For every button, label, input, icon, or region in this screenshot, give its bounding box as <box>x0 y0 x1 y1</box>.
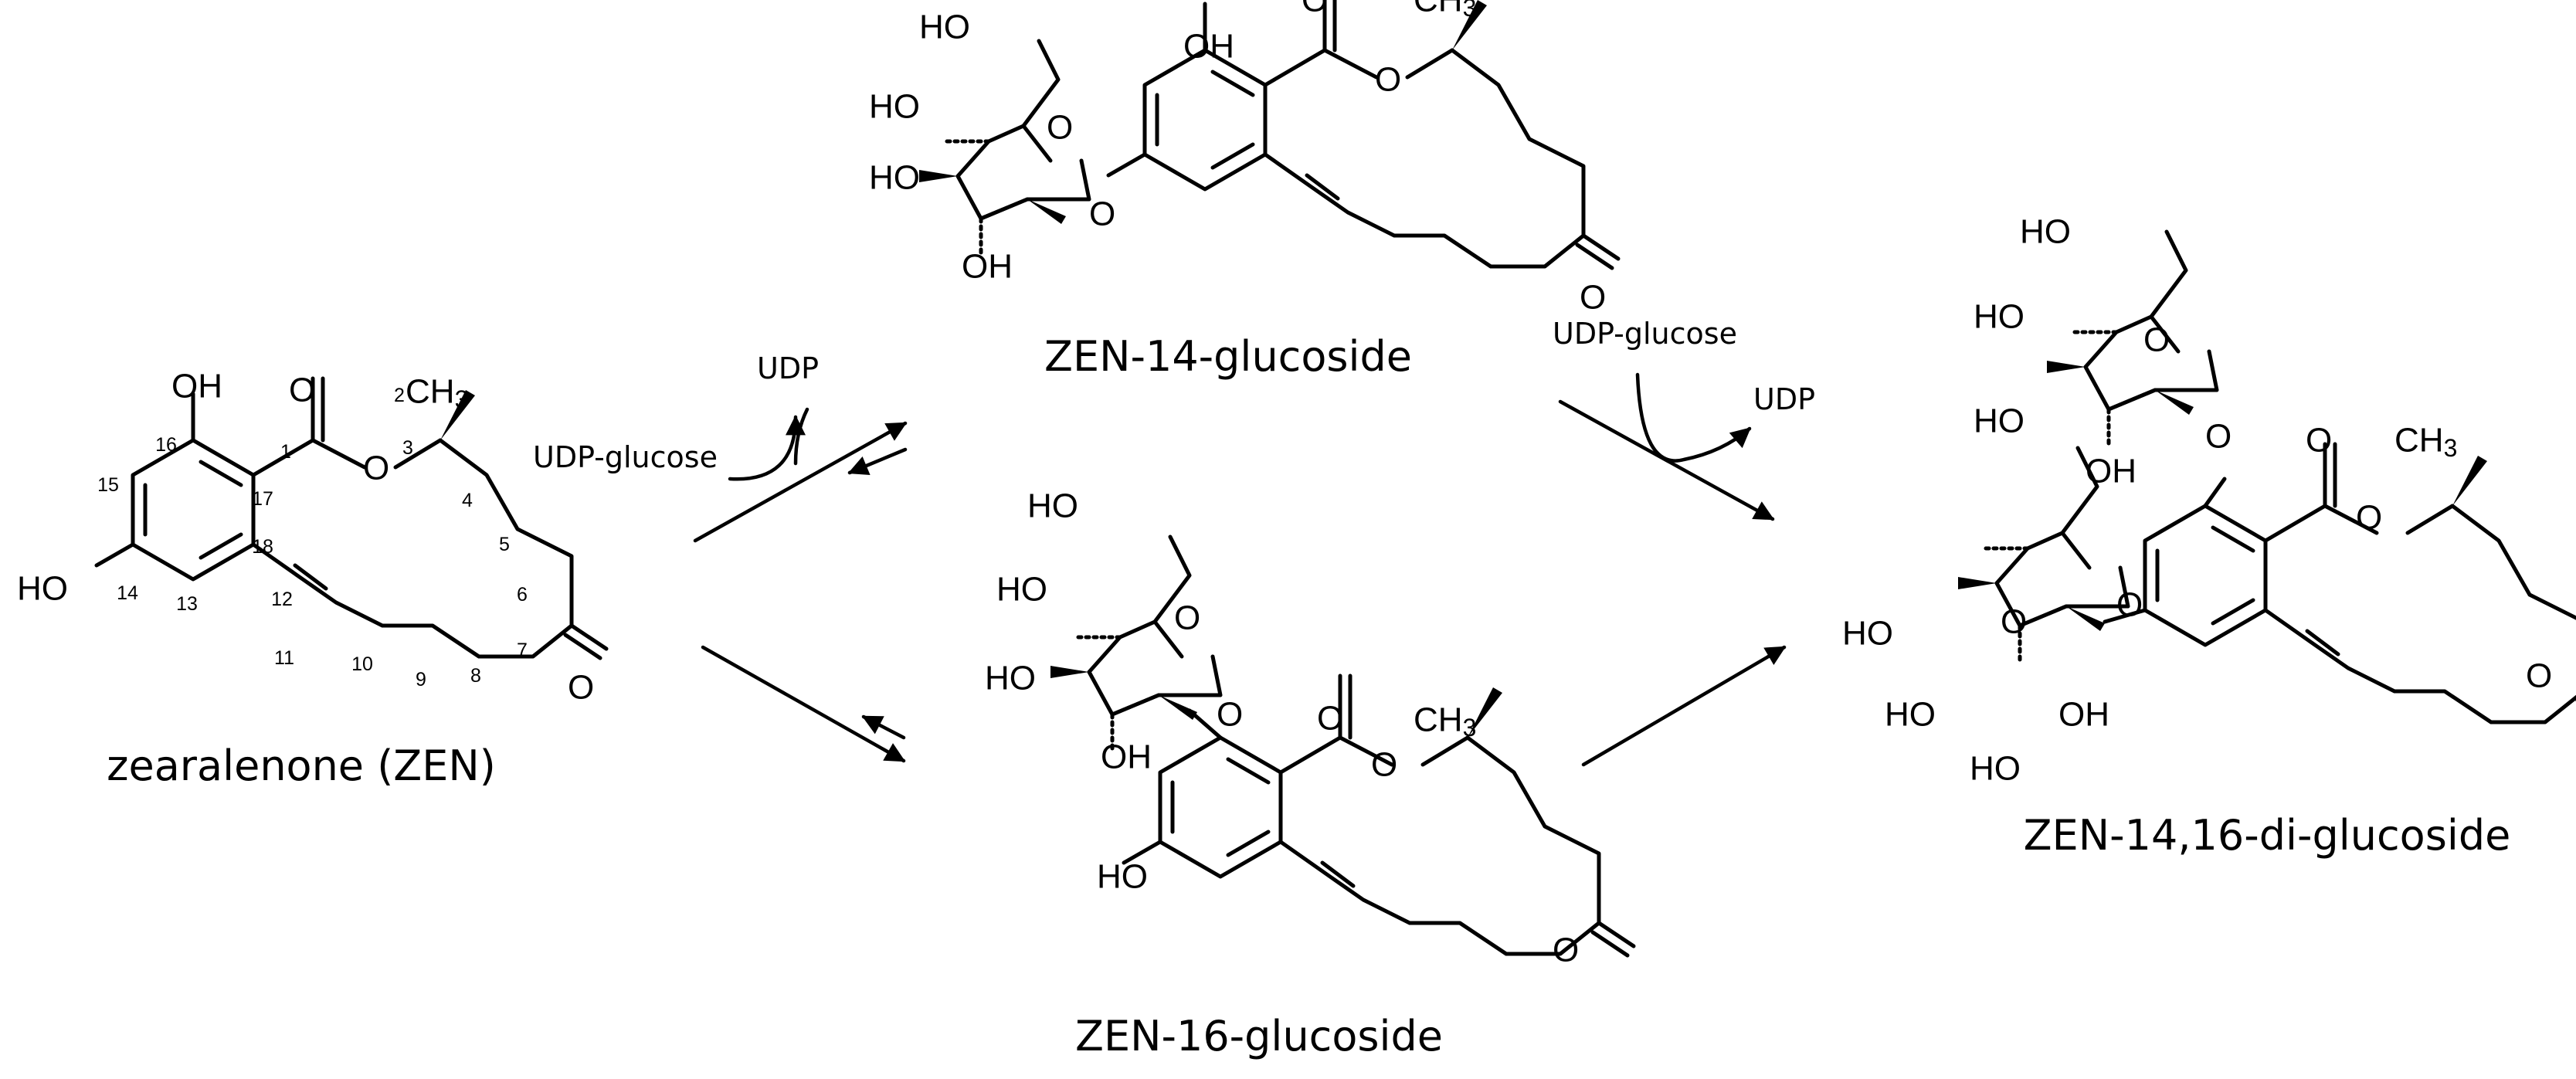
di-glc2-ring-o: O <box>2001 603 2027 641</box>
svg-text:5: 5 <box>499 534 510 555</box>
di-ring-o: O <box>2356 499 2382 537</box>
zen14-ch3: CH3 <box>1414 0 1476 22</box>
zen16-ho: HO <box>1097 858 1148 896</box>
svg-text:18: 18 <box>252 536 273 558</box>
svg-text:10: 10 <box>351 653 373 675</box>
reagent-udp-1: UDP <box>757 351 819 385</box>
zen16-label: ZEN-16-glucoside <box>1075 1012 1443 1060</box>
zen16-carbonyl-o: O <box>1317 700 1343 738</box>
di-glc2-c4-oh: HO <box>1885 696 1936 734</box>
di-structure <box>2103 444 2576 724</box>
zen-label: zearalenone (ZEN) <box>107 741 496 790</box>
di-glc1-c3-oh: HO <box>1974 402 2024 440</box>
svg-text:1: 1 <box>280 441 291 463</box>
svg-text:16: 16 <box>155 434 177 456</box>
zen-oh-16: OH <box>171 368 222 405</box>
di-glc1-c2-oh: OH <box>2086 453 2136 490</box>
di-glc2-c6-oh: HO <box>1842 615 1893 653</box>
svg-text:7: 7 <box>517 640 528 661</box>
zen-carbonyl-o: O <box>289 372 315 409</box>
zen16-ketone-o: O <box>1553 931 1579 969</box>
zen14-glc-ring-o: O <box>1047 109 1073 147</box>
zen16-ring-o: O <box>1371 746 1397 784</box>
zen16-glc-c6-oh: HO <box>1027 487 1078 525</box>
svg-text:6: 6 <box>517 584 528 606</box>
arrow-zen-to-zen14 <box>693 407 908 543</box>
arrow-zen-to-zen16 <box>701 645 906 763</box>
di-glc2-c2-oh: OH <box>2058 696 2109 734</box>
svg-text:13: 13 <box>176 593 198 615</box>
zen14-carbonyl-o: O <box>1302 0 1328 19</box>
reagent-udp-glucose-2: UDP-glucose <box>1553 317 1737 351</box>
svg-text:14: 14 <box>117 582 138 604</box>
zen14-ring-o: O <box>1375 61 1401 99</box>
svg-text:8: 8 <box>470 665 481 687</box>
zen16-ch3: CH3 <box>1414 701 1476 742</box>
zen14-label: ZEN-14-glucoside <box>1044 332 1412 381</box>
zen14-structure <box>1106 0 1618 268</box>
arrow-zen16-to-di <box>1581 645 1787 767</box>
svg-text:12: 12 <box>271 589 293 610</box>
zen-ch3: CH3 <box>406 373 468 414</box>
di-glc1-c4-oh: HO <box>1974 298 2024 336</box>
zen14-glyco-o: O <box>1089 195 1115 233</box>
di-ketone-o: O <box>2526 657 2552 695</box>
reagent-udp-2: UDP <box>1753 382 1815 416</box>
zen16-glc-c2-oh: OH <box>1101 738 1152 776</box>
zen-position-numbers: 1 2 3 4 5 6 7 8 9 10 11 12 13 14 15 16 1… <box>97 385 528 690</box>
zen-structure <box>94 378 606 658</box>
di-glucose-top <box>2047 232 2217 444</box>
di-glyco-o-16: O <box>2205 418 2232 456</box>
di-ch3: CH3 <box>2394 422 2457 463</box>
zen14-oh: OH <box>1183 28 1234 66</box>
zen14-glc-c4-oh: HO <box>869 88 920 126</box>
svg-text:2: 2 <box>394 385 405 406</box>
di-glc1-ring-o: O <box>2143 321 2170 359</box>
zen14-ketone-o: O <box>1580 279 1606 317</box>
di-label: ZEN-14,16-di-glucoside <box>2024 811 2511 860</box>
zen14-glc-c2-oh: OH <box>962 248 1013 286</box>
svg-text:3: 3 <box>402 437 413 459</box>
zen-ring-o: O <box>363 450 389 487</box>
svg-text:9: 9 <box>416 669 426 690</box>
zen-ketone-o: O <box>568 669 594 707</box>
di-carbonyl-o: O <box>2306 422 2332 460</box>
svg-text:11: 11 <box>274 647 294 669</box>
svg-text:4: 4 <box>462 490 473 511</box>
zen14-glc-c3-oh: HO <box>869 159 920 197</box>
zen14-glucose <box>919 41 1089 253</box>
zen-ho-14: HO <box>17 570 68 608</box>
di-glyco-o-14: O <box>2116 586 2143 624</box>
di-glc2-c3-oh: HO <box>1970 750 2021 788</box>
svg-text:17: 17 <box>252 488 273 510</box>
svg-text:15: 15 <box>97 474 119 496</box>
zen14-glc-c6-oh: HO <box>919 8 970 46</box>
di-glc1-c6-oh: HO <box>2020 213 2071 251</box>
arrow-zen14-to-di <box>1558 372 1775 521</box>
zen16-glc-c4-oh: HO <box>996 571 1047 609</box>
zen16-structure <box>1122 676 1634 955</box>
zen16-glyco-o: O <box>1217 696 1243 734</box>
reagent-udp-glucose-1: UDP-glucose <box>533 440 718 474</box>
zen16-glc-c3-oh: HO <box>985 660 1036 697</box>
zen16-glc-ring-o: O <box>1174 599 1200 637</box>
